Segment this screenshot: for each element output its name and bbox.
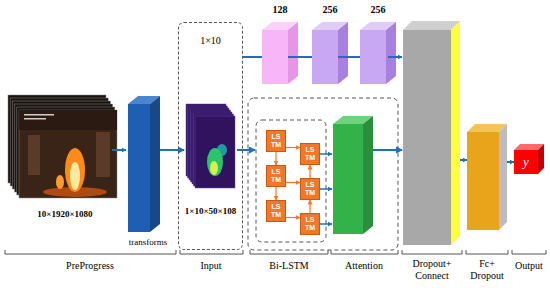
section-label: Bi-LSTM — [269, 260, 308, 272]
recurrent-link — [286, 217, 300, 218]
output-label: y — [523, 155, 529, 169]
feature-link — [288, 56, 312, 58]
channel-count: 128 — [273, 4, 288, 16]
bilstm-outline — [256, 120, 326, 242]
dimension-label: 1×10×50×108 — [185, 205, 236, 217]
section-label: Input — [200, 260, 221, 272]
lstm-cell: LS TM — [300, 213, 320, 235]
lstm-cell: LS TM — [300, 143, 320, 165]
channel-count: 256 — [323, 4, 338, 16]
feature-slab: 128 — [262, 30, 288, 84]
section-label: Output — [515, 260, 543, 272]
section-brackets — [5, 250, 546, 254]
dimension-label: 1×10 — [200, 35, 221, 47]
feature-slab: 256 — [360, 30, 386, 84]
recurrent-link — [275, 187, 276, 200]
cell-label: LS TM — [304, 146, 316, 162]
heatmap-frames — [186, 104, 235, 188]
recurrent-link — [286, 147, 300, 148]
lstm-cell: LS TM — [300, 178, 320, 200]
transform-slab — [128, 96, 160, 232]
input-box: 1×10 1×10×50×108 — [178, 22, 243, 250]
cell-label: LS TM — [270, 133, 282, 149]
video-frames — [8, 95, 117, 198]
feature-slab: 256 — [312, 30, 338, 84]
dropout-slab — [403, 21, 460, 245]
lstm-cell: LS TM — [266, 165, 286, 187]
recurrent-link — [309, 200, 310, 213]
cell-label: LS TM — [270, 168, 282, 184]
output-cube: y — [514, 150, 538, 174]
feature-link — [338, 56, 360, 58]
attention-slab — [333, 116, 373, 234]
recurrent-link — [286, 182, 300, 183]
recurrent-link — [275, 152, 276, 165]
lstm-cell: LS TM — [266, 200, 286, 222]
dimension-label: transforms — [129, 236, 168, 248]
dimension-label: 10×1920×1080 — [37, 208, 92, 220]
cell-label: LS TM — [304, 216, 316, 232]
section-label: PreProgress — [66, 260, 114, 272]
channel-count: 256 — [371, 4, 386, 16]
section-label: Attention — [345, 260, 383, 272]
cell-label: LS TM — [270, 203, 282, 219]
section-label: Dropout+ Connect — [404, 258, 460, 282]
cell-label: LS TM — [304, 181, 316, 197]
recurrent-link — [309, 165, 310, 178]
feature-link — [243, 56, 262, 58]
fc-slab — [467, 124, 507, 230]
section-label: Fc+ Dropout — [466, 258, 508, 282]
lstm-cell: LS TM — [266, 130, 286, 152]
group-outline — [248, 98, 398, 250]
